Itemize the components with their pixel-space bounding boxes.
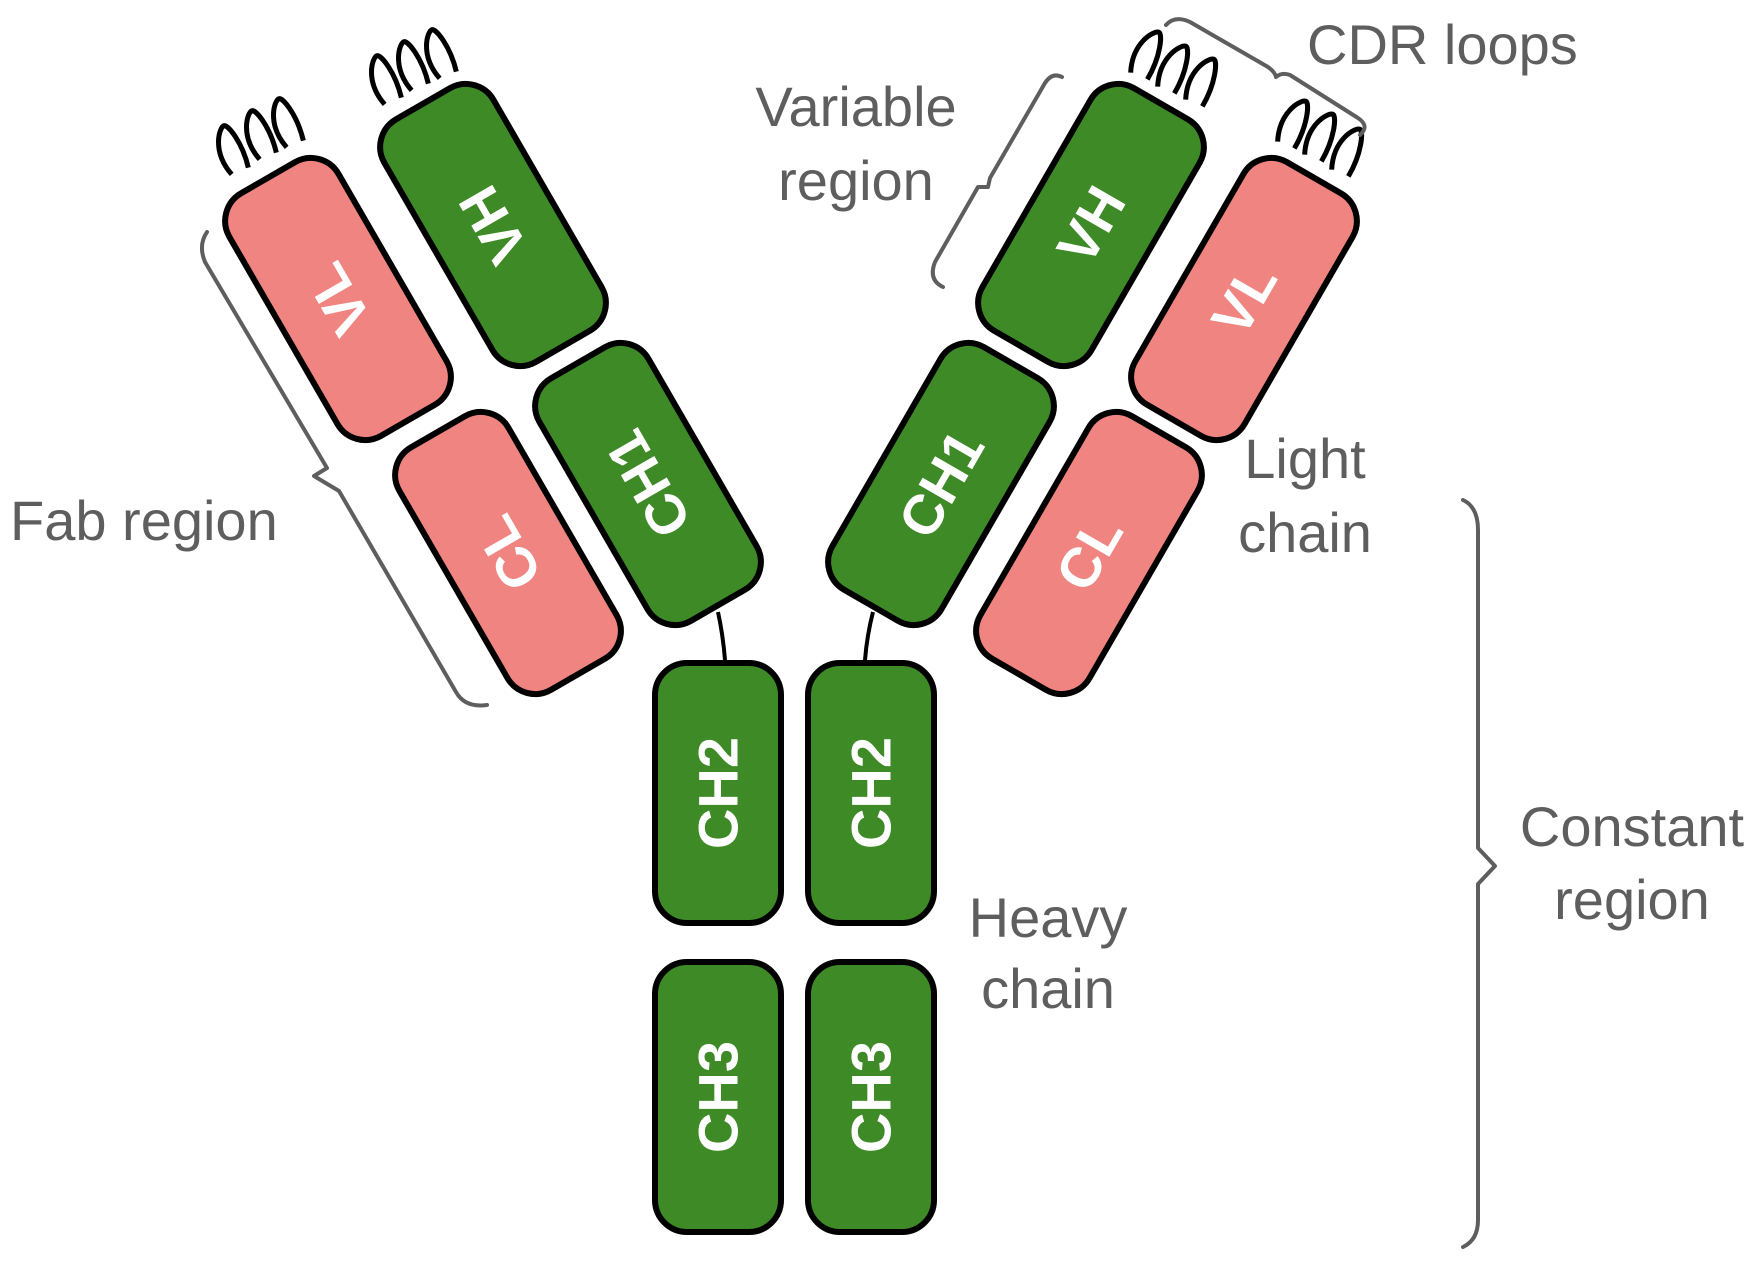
heavy-chain-label-line2: chain (981, 957, 1115, 1020)
right-cl-domain: CL (973, 408, 1205, 698)
left-ch3-domain: CH3 (652, 959, 784, 1235)
right-vh-cdr-loop-1 (1128, 29, 1164, 81)
cdr-loops-label: CDR loops (1307, 13, 1578, 76)
constant-region-brace (1461, 498, 1497, 1249)
left-hinge (716, 611, 727, 661)
left-vh-domain: VH (377, 80, 609, 370)
cdr-loops-brace (1164, 17, 1367, 137)
variable-region-brace (930, 73, 1064, 289)
right-vh-cdr-loop-2 (1155, 43, 1191, 95)
light-chain-label-line1: Light (1244, 427, 1366, 490)
right-vl-cdr-loop-3 (1329, 126, 1365, 178)
left-ch2-label: CH2 (687, 737, 750, 849)
right-ch2-domain: CH2 (805, 660, 937, 926)
right-vl-domain: VL (1128, 154, 1360, 444)
right-ch3-label: CH3 (840, 1041, 903, 1153)
left-vl-cdr-loop-1 (216, 123, 251, 177)
right-vh-domain: VH (975, 80, 1207, 370)
right-ch2-label: CH2 (840, 737, 903, 849)
left-vh-cdr-loop-3 (424, 27, 459, 81)
fab-region-label: Fab region (10, 489, 278, 552)
right-vh-cdr-loop-3 (1183, 56, 1219, 108)
left-vh-cdr-loop-1 (369, 53, 404, 107)
constant-region-label-line1: Constant (1520, 795, 1745, 858)
variable-region-label-line1: Variable (755, 75, 956, 138)
right-vl-cdr-loop-1 (1275, 98, 1311, 150)
light-chain-label-line2: chain (1238, 501, 1372, 564)
right-hinge (863, 611, 875, 661)
left-vl-cdr-loop-3 (271, 96, 306, 150)
left-vh-cdr-loop-2 (396, 39, 431, 93)
fab-region-brace (200, 230, 489, 708)
cdr-loops (216, 27, 1365, 178)
left-ch1-domain: CH1 (532, 339, 764, 629)
left-cl-domain: CL (392, 408, 624, 698)
right-vl-cdr-loop-2 (1302, 111, 1338, 163)
constant-region-label-line2: region (1554, 868, 1710, 931)
variable-region-label-line2: region (778, 149, 934, 212)
left-vl-domain: VL (222, 154, 454, 444)
right-ch1-domain: CH1 (825, 339, 1057, 629)
right-ch3-domain: CH3 (805, 959, 937, 1235)
heavy-chain-label-line1: Heavy (969, 886, 1128, 949)
left-ch2-domain: CH2 (652, 660, 784, 926)
left-vl-cdr-loop-2 (244, 108, 279, 162)
left-ch3-label: CH3 (687, 1041, 750, 1153)
